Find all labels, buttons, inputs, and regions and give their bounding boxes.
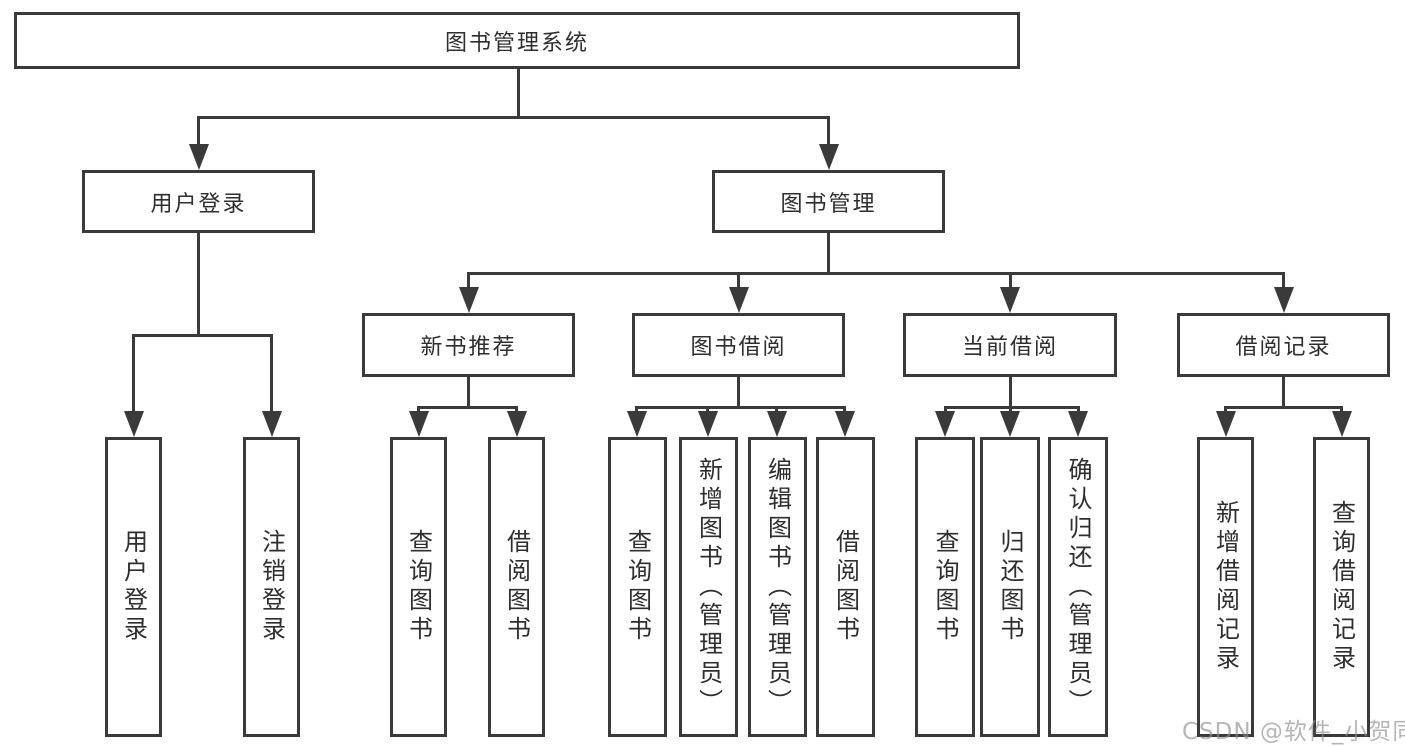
connector-line (132, 335, 135, 413)
csdn-watermark: CSDN @软件_小贺同学 (1182, 719, 1405, 745)
connector-line (1282, 273, 1285, 289)
arrow-down-icon (766, 411, 787, 437)
node-user-login: 用户登录 (82, 170, 315, 233)
leaf-add-borrow-record: 新增借阅记录 (1197, 437, 1254, 737)
connector-line (737, 273, 740, 289)
connector-line (270, 335, 273, 413)
arrow-down-icon (261, 411, 282, 437)
arrow-down-icon (1000, 287, 1020, 313)
node-system-root: 图书管理系统 (14, 12, 1020, 69)
arrow-down-icon (1000, 411, 1020, 437)
connector-line (635, 405, 846, 409)
arrow-down-icon (697, 411, 718, 437)
leaf-query-books-2: 查询图书 (608, 437, 667, 737)
node-new-book-recommend: 新书推荐 (362, 313, 575, 377)
connector-line (467, 273, 470, 289)
connector-line (1224, 405, 1343, 409)
arrow-down-icon (626, 411, 647, 437)
connector-line (1008, 273, 1012, 289)
connector-line (827, 117, 830, 146)
connector-line (943, 405, 1080, 409)
connector-line (1224, 407, 1227, 413)
leaf-edit-book-admin: 编辑图书（管理员） (748, 437, 807, 737)
leaf-return-books: 归还图书 (980, 437, 1040, 737)
connector-line (515, 407, 518, 413)
leaf-borrow-books-2: 借阅图书 (816, 437, 875, 737)
connector-line (635, 407, 638, 413)
arrow-down-icon (1068, 411, 1088, 437)
connector-line (1008, 377, 1012, 407)
arrow-down-icon (818, 144, 839, 170)
leaf-query-borrow-record: 查询借阅记录 (1313, 437, 1370, 737)
leaf-logout: 注销登录 (243, 437, 300, 737)
arrow-down-icon (728, 287, 749, 313)
arrow-down-icon (458, 287, 479, 313)
connector-line (197, 115, 830, 119)
leaf-query-books-1: 查询图书 (390, 437, 447, 737)
arrow-down-icon (188, 144, 209, 170)
arrow-down-icon (935, 411, 955, 437)
arrow-down-icon (123, 411, 144, 437)
connector-line (467, 377, 470, 407)
connector-line (197, 117, 200, 146)
arrow-down-icon (506, 411, 527, 437)
arrow-down-icon (1215, 411, 1236, 437)
arrow-down-icon (1273, 287, 1294, 313)
connector-line (706, 407, 709, 413)
connector-line (197, 233, 200, 335)
arrow-down-icon (408, 411, 429, 437)
connector-line (417, 407, 420, 413)
node-current-borrowing: 当前借阅 (903, 313, 1117, 377)
node-book-borrowing: 图书借阅 (632, 313, 845, 377)
leaf-confirm-return-admin: 确认归还（管理员） (1048, 437, 1108, 737)
connector-line (943, 407, 947, 413)
connector-line (467, 271, 1285, 275)
connector-line (1282, 377, 1285, 407)
connector-line (843, 407, 846, 413)
leaf-add-book-admin: 新增图书（管理员） (679, 437, 738, 737)
connector-line (1076, 407, 1080, 413)
connector-line (1008, 407, 1012, 413)
leaf-borrow-books-1: 借阅图书 (488, 437, 545, 737)
leaf-user-login: 用户登录 (105, 437, 162, 737)
leaf-query-books-3: 查询图书 (915, 437, 975, 737)
node-borrow-records: 借阅记录 (1177, 313, 1390, 377)
connector-line (775, 407, 778, 413)
connector-line (132, 333, 273, 337)
arrow-down-icon (834, 411, 855, 437)
connector-line (737, 377, 740, 407)
connector-line (1340, 407, 1343, 413)
arrow-down-icon (1331, 411, 1352, 437)
node-book-management: 图书管理 (712, 170, 945, 233)
connector-line (516, 69, 520, 117)
connector-line (417, 405, 518, 409)
connector-line (827, 233, 830, 273)
